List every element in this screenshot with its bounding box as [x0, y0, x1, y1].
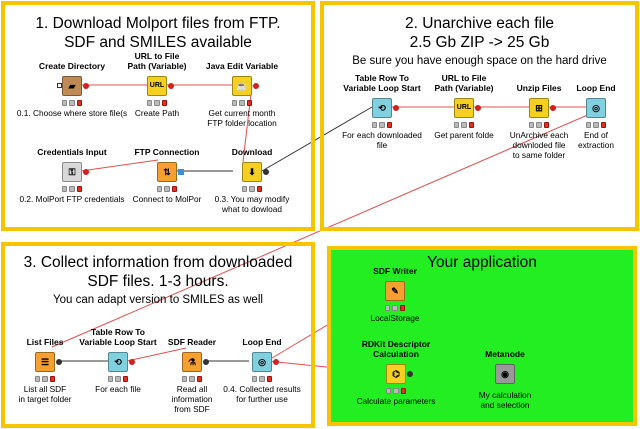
panel-title-line1: 3. Collect information from downloaded — [23, 254, 293, 271]
zip-icon: ⊞ — [529, 98, 549, 118]
panel-application: Your application — [327, 246, 637, 426]
loop-end-icon: ◎ — [252, 352, 272, 372]
panel-download: 1. Download Molport files from FTP. SDF … — [1, 1, 315, 231]
output-port[interactable] — [83, 169, 89, 175]
output-port[interactable] — [407, 371, 413, 377]
node-status — [62, 100, 82, 106]
node-label: Calculate parameters — [356, 396, 436, 406]
panel-collect: 3. Collect information from downloaded S… — [1, 242, 315, 428]
node-title: Metanode — [485, 349, 525, 359]
panel-title-line2: 2.5 Gb ZIP -> 25 Gb — [409, 34, 550, 51]
node-title: Credentials Input — [37, 147, 107, 157]
panel-unarchive: 2. Unarchive each file 2.5 Gb ZIP -> 25 … — [320, 1, 639, 231]
url-path-icon: URL — [147, 76, 167, 96]
download-icon: ⬇ — [242, 162, 262, 182]
node-label: 0.2. MolPort FTP credentials — [19, 194, 125, 204]
node-status — [182, 376, 202, 382]
node-title: Java Edit Variable — [205, 61, 279, 71]
node-title: Loop End — [576, 83, 616, 93]
node-status — [35, 376, 55, 382]
output-port[interactable] — [273, 359, 279, 365]
output-port[interactable] — [263, 169, 269, 175]
node-status — [252, 376, 272, 382]
node-title: Download — [231, 147, 273, 157]
panel-title-line2: SDF and SMILES available — [64, 34, 252, 51]
panel-title: Your application — [427, 254, 537, 271]
node-status — [232, 100, 252, 106]
list-files-icon: ☰ — [35, 352, 55, 372]
panel-subtitle: You can adapt version to SMILES as well — [53, 294, 263, 306]
ftp-icon: ⇅ — [157, 162, 177, 182]
node-status — [385, 305, 405, 311]
node-status — [147, 100, 167, 106]
output-port[interactable] — [56, 359, 62, 365]
node-title: SDF Writer — [373, 266, 417, 276]
panel-title-line1: 2. Unarchive each file — [404, 15, 555, 32]
node-status — [454, 122, 474, 128]
input-port[interactable] — [57, 83, 62, 88]
output-port[interactable] — [83, 83, 89, 89]
panel-title-line2: SDF files. 1-3 hours. — [87, 273, 229, 290]
node-status — [62, 186, 82, 192]
java-icon: ☕ — [232, 76, 252, 96]
node-label: 0.1. Choose where store file(s — [16, 108, 128, 118]
node-status — [372, 122, 392, 128]
key-icon: ⚿ — [62, 162, 82, 182]
node-label: For each file — [95, 384, 141, 394]
panel-title-line1: 1. Download Molport files from FTP. — [35, 15, 281, 32]
rdkit-icon: ⌬ — [386, 364, 406, 384]
node-title: Create Directory — [38, 61, 106, 71]
node-title: FTP Connection — [134, 147, 200, 157]
node-title: Loop End — [242, 337, 282, 347]
output-port[interactable] — [178, 169, 184, 175]
node-title: List Files — [26, 337, 64, 347]
output-port[interactable] — [168, 83, 174, 89]
node-status — [586, 122, 606, 128]
node-title: SDF Reader — [167, 337, 217, 347]
output-port[interactable] — [203, 359, 209, 365]
node-status — [242, 186, 262, 192]
node-status — [386, 388, 406, 394]
loop-start-icon: ⟲ — [372, 98, 392, 118]
node-label: Connect to MolPor — [132, 194, 202, 204]
node-label: Create Path — [134, 108, 180, 118]
output-port[interactable] — [129, 359, 135, 365]
output-port[interactable] — [550, 105, 556, 111]
metanode-icon: ◉ — [495, 364, 515, 384]
output-port[interactable] — [253, 83, 259, 89]
node-status — [157, 186, 177, 192]
output-port[interactable] — [475, 105, 481, 111]
node-label: LocalStorage — [370, 313, 420, 323]
sdf-writer-icon: ✎ — [385, 281, 405, 301]
output-port[interactable] — [393, 105, 399, 111]
sdf-reader-icon: ⚗ — [182, 352, 202, 372]
node-status — [108, 376, 128, 382]
node-title: Unzip Files — [516, 83, 562, 93]
folder-icon: ▰ — [62, 76, 82, 96]
panel-subtitle: Be sure you have enough space on the har… — [352, 55, 607, 67]
node-status — [529, 122, 549, 128]
loop-start-icon: ⟲ — [108, 352, 128, 372]
url-path-icon: URL — [454, 98, 474, 118]
loop-end-icon: ◎ — [586, 98, 606, 118]
node-label: Get parent folde — [434, 130, 494, 140]
